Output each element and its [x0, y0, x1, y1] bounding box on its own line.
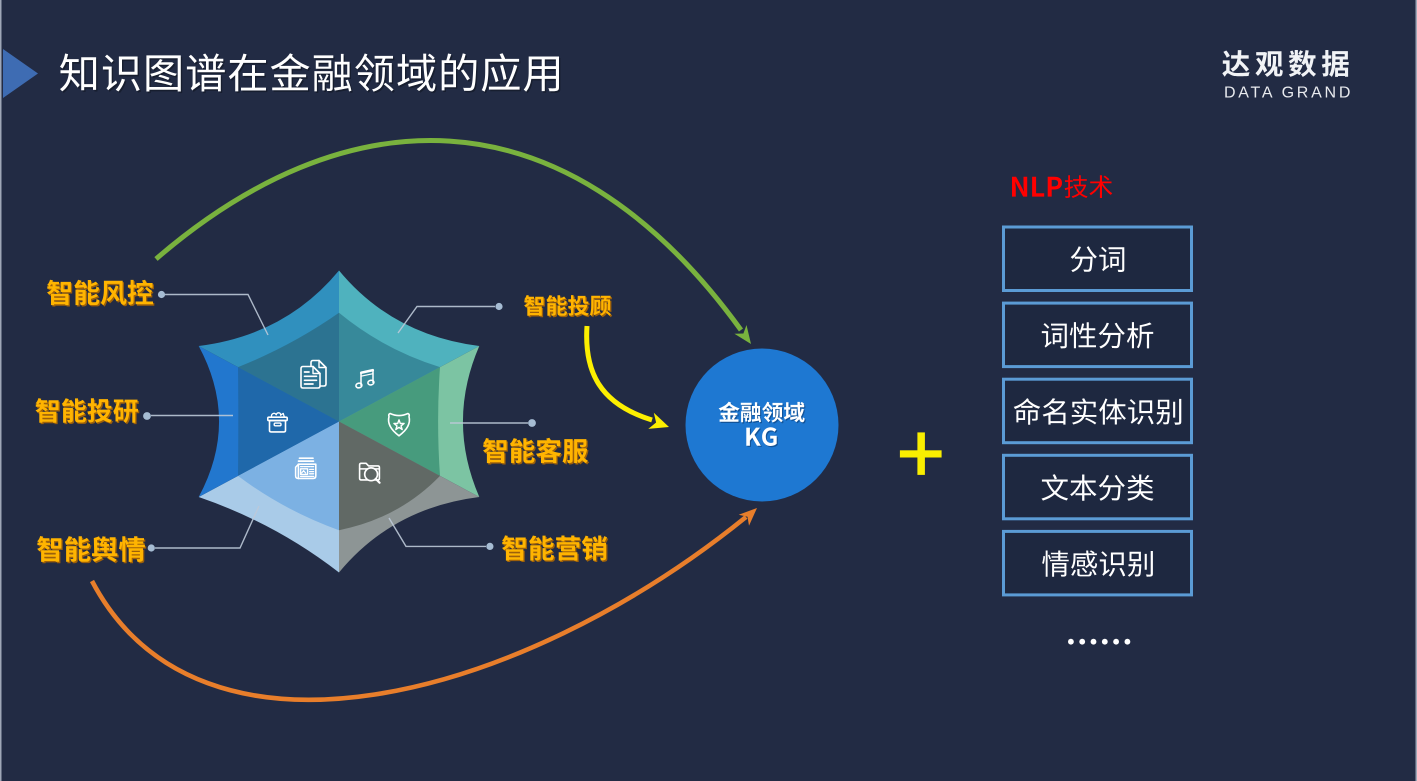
- svg-text:DATA GRAND: DATA GRAND: [1224, 85, 1353, 102]
